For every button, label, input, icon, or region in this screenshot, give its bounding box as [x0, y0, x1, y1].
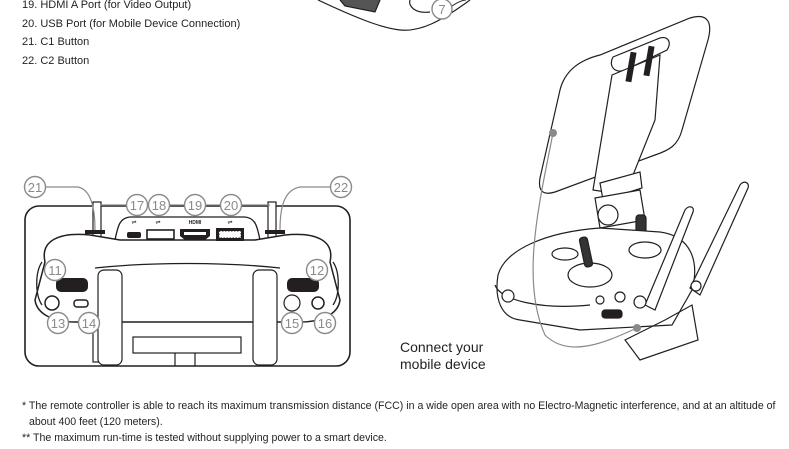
callout-13: 13	[46, 311, 70, 335]
callout-18-label: 18	[152, 198, 166, 213]
callout-19-label: 19	[188, 198, 202, 213]
hdmi-port: HDMI	[180, 220, 210, 240]
svg-text:⇌: ⇌	[131, 219, 136, 226]
footnotes: * The remote controller is able to reach…	[22, 398, 782, 446]
footnote-2: ** The maximum run-time is tested withou…	[22, 432, 387, 444]
usb-port-18: ⇌	[146, 219, 175, 240]
callout-20-label: 20	[224, 198, 238, 213]
callout-11-label: 11	[48, 263, 62, 278]
controller-with-mobile-device	[494, 16, 749, 361]
legend-item-22: 22. C2 Button	[22, 54, 90, 67]
callout-16: 16	[313, 311, 337, 335]
callout-15-label: 15	[285, 316, 299, 331]
callout-13-label: 13	[51, 316, 65, 331]
callout-21: 21	[23, 175, 47, 199]
callout-16-label: 16	[318, 316, 332, 331]
callout-17: 17	[125, 193, 149, 217]
legend-item-19: 19. HDMI A Port (for Video Output)	[22, 0, 192, 11]
callout-14: 14	[77, 311, 101, 335]
ports: ⇌ ⇌ HDMI ⇌	[127, 219, 244, 241]
hdmi-label: HDMI	[189, 220, 202, 226]
footnote-1: * The remote controller is able to reach…	[22, 400, 776, 428]
callout-12-label: 12	[310, 263, 324, 278]
connect-label-line2: mobile device	[400, 356, 486, 372]
connect-mobile-device-label: Connect your mobile device	[400, 339, 486, 373]
callout-17-label: 17	[130, 198, 144, 213]
usb-port-20: ⇌	[216, 219, 244, 241]
callout-14-label: 14	[82, 316, 96, 331]
callout-19: 19	[183, 193, 207, 217]
controller-back-view	[24, 201, 351, 367]
svg-text:⇌: ⇌	[227, 219, 232, 226]
callout-12: 12	[305, 258, 329, 282]
callout-20: 20	[219, 193, 243, 217]
callout-15: 15	[280, 311, 304, 335]
callout-21-label: 21	[28, 180, 42, 195]
connect-label-line1: Connect your	[400, 339, 484, 355]
parts-legend: 19. HDMI A Port (for Video Output) 20. U…	[22, 0, 240, 70]
svg-text:⇌: ⇌	[155, 219, 160, 226]
callout-7-label: 7	[438, 2, 445, 17]
callout-7: 7	[431, 0, 467, 20]
callout-11: 11	[43, 258, 67, 282]
legend-item-20: 20. USB Port (for Mobile Device Connecti…	[22, 17, 241, 30]
legend-item-21: 21. C1 Button	[22, 36, 90, 48]
callout-22-label: 22	[334, 180, 348, 195]
micro-usb-port: ⇌	[127, 219, 141, 238]
connection-cable	[532, 129, 641, 348]
callout-18: 18	[147, 193, 171, 217]
callout-22: 22	[329, 175, 353, 199]
